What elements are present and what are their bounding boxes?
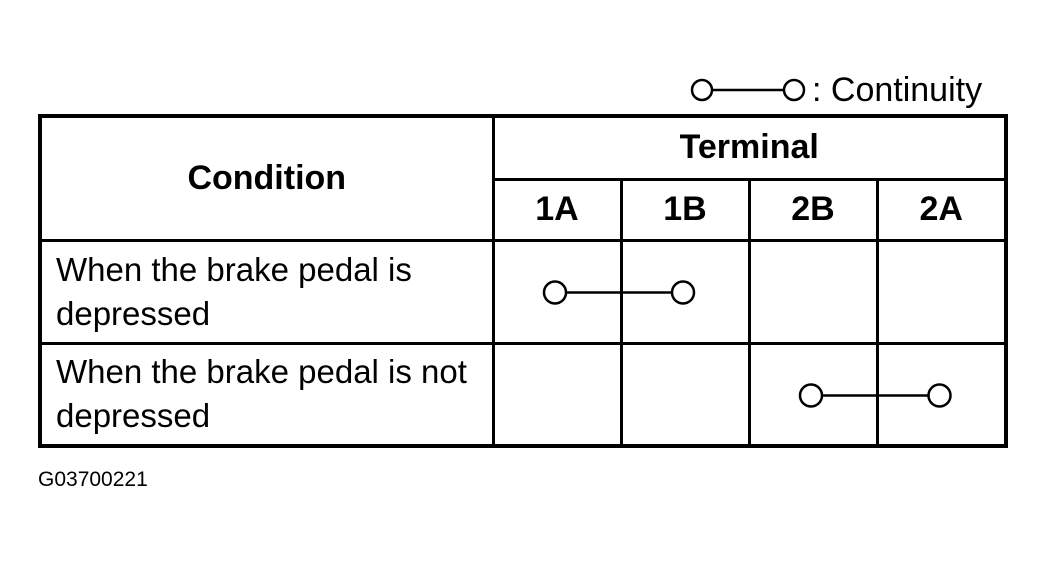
table-row: When the brake pedal is not depressed (38, 341, 1008, 448)
continuity-symbol-icon (690, 78, 806, 102)
cell-not-depressed-1b (619, 341, 751, 448)
cell-depressed-2b (747, 238, 879, 345)
cell-not-depressed-1a (491, 341, 623, 448)
cell-depressed-2a (875, 238, 1008, 345)
continuity-legend: : Continuity (686, 70, 982, 110)
figure-id: G03700221 (38, 468, 148, 491)
cell-not-depressed-2a (875, 341, 1008, 448)
terminal-1b-header: 1B (619, 177, 751, 242)
cell-depressed-1a (491, 238, 623, 345)
condition-header: Condition (38, 114, 495, 242)
terminal-header: Terminal (491, 114, 1008, 181)
cell-not-depressed-2b (747, 341, 879, 448)
table-row: When the brake pedal is depressed (38, 238, 1008, 345)
continuity-legend-label: : Continuity (812, 71, 983, 109)
condition-depressed: When the brake pedal is depressed (38, 238, 495, 345)
continuity-table: Condition Terminal 1A 1B 2B 2A When the … (38, 114, 1008, 448)
terminal-1a-header: 1A (491, 177, 623, 242)
terminal-2b-header: 2B (747, 177, 879, 242)
cell-depressed-1b (619, 238, 751, 345)
condition-not-depressed: When the brake pedal is not depressed (38, 341, 495, 448)
terminal-2a-header: 2A (875, 177, 1008, 242)
